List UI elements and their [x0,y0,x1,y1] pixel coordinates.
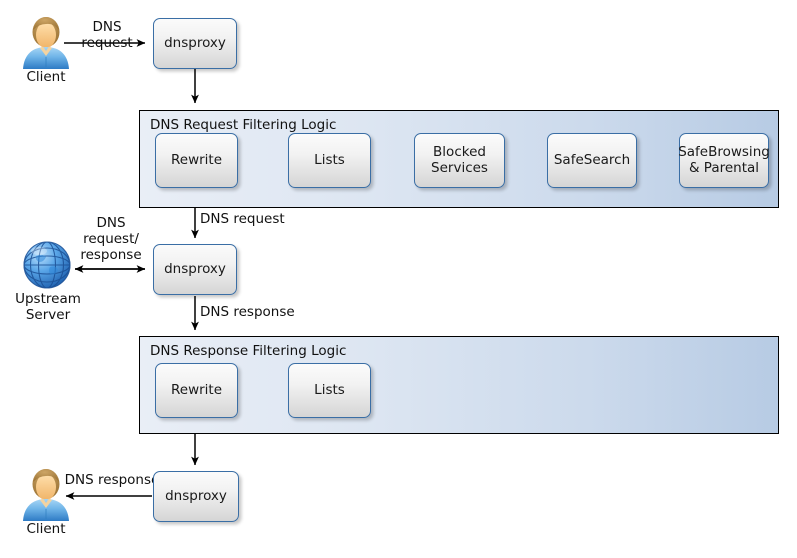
edge-label-dns-request-response: DNS request/ response [80,215,142,263]
dnsproxy-bottom-node[interactable]: dnsproxy [153,471,239,522]
stage-lists-response[interactable]: Lists [288,363,371,418]
stage-blocked-services[interactable]: Blocked Services [414,133,505,188]
edge-label-dns-response-bottom: DNS response [64,472,160,488]
person-icon [21,466,71,522]
person-icon [21,14,71,70]
upstream-server-label: Upstream Server [15,291,81,323]
globe-icon [22,240,72,290]
client-top-label: Client [26,69,66,85]
dns-response-filtering-container: DNS Response Filtering Logic [139,336,779,434]
dnsproxy-middle-node[interactable]: dnsproxy [153,244,237,295]
stage-rewrite-response[interactable]: Rewrite [155,363,238,418]
dns-request-filtering-title: DNS Request Filtering Logic [150,117,337,133]
dns-request-filtering-container: DNS Request Filtering Logic [139,110,779,208]
dnsproxy-top-node[interactable]: dnsproxy [153,18,237,69]
stage-safebrowsing-parental[interactable]: SafeBrowsing & Parental [678,133,770,188]
stage-safesearch[interactable]: SafeSearch [547,133,637,188]
stage-lists-request[interactable]: Lists [288,133,371,188]
dns-response-filtering-title: DNS Response Filtering Logic [150,343,347,359]
stage-rewrite-request[interactable]: Rewrite [155,133,238,188]
edge-label-dns-response-middle: DNS response [200,304,295,320]
edge-label-dns-request-top: DNS request [81,19,133,51]
client-bottom-label: Client [26,521,66,537]
edge-label-dns-request-middle: DNS request [200,211,285,227]
